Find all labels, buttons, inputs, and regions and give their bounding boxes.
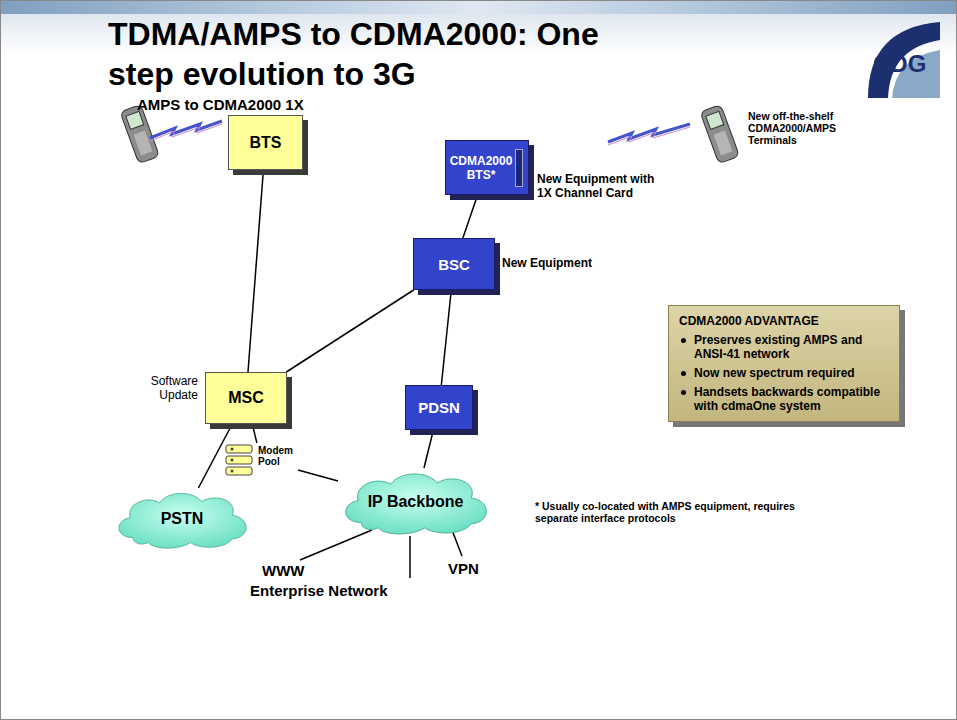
advantage-box: CDMA2000 ADVANTAGE Preserves existing AMP… xyxy=(668,305,900,422)
link-line xyxy=(441,290,451,385)
network-label: WWW xyxy=(262,562,322,579)
logo-text: CDG xyxy=(873,50,953,78)
bullet-text: Handsets backwards compatible with cdmaO… xyxy=(694,385,889,413)
bullet-row: Preserves existing AMPS and ANSI-41 netw… xyxy=(679,333,889,361)
link-line xyxy=(424,430,433,468)
bullet-text: Now new spectrum required xyxy=(694,366,855,380)
cdma-bts-box: CDMA2000 BTS* xyxy=(445,140,529,195)
node-text: BSC xyxy=(438,256,470,273)
msc-note: Software Update xyxy=(138,374,198,402)
bullet-row: Now new spectrum required xyxy=(679,366,855,380)
node-text: BTS xyxy=(250,134,282,152)
node-text: IP Backbone xyxy=(368,493,464,511)
slide-title: TDMA/AMPS to CDMA2000: One step evolutio… xyxy=(108,14,628,94)
ip-cloud: IP Backbone xyxy=(338,468,493,536)
msc-box: MSC xyxy=(205,372,287,424)
node-text: PDSN xyxy=(418,399,460,416)
node-text: MSC xyxy=(228,389,264,407)
node-text: CDMA2000 BTS* xyxy=(446,154,528,182)
equipment-note: New Equipment xyxy=(502,256,612,270)
handset-left xyxy=(120,104,159,163)
ip-leader-lines xyxy=(300,530,462,578)
terminal-note: New off-the-shelf CDMA2000/AMPS Terminal… xyxy=(748,110,873,146)
link-line xyxy=(286,290,413,372)
link-line xyxy=(252,424,257,443)
handset-right xyxy=(700,104,739,163)
node-text: PSTN xyxy=(161,510,204,528)
bullet-text: Preserves existing AMPS and ANSI-41 netw… xyxy=(694,333,889,361)
bullet-dot xyxy=(681,371,686,376)
channel-card xyxy=(515,149,523,187)
link-line xyxy=(298,470,338,481)
footnote: * Usually co-located with AMPS equipment… xyxy=(535,500,810,524)
radio-link-right xyxy=(608,124,690,142)
network-label: VPN xyxy=(448,560,498,577)
modem-pool: Modem Pool xyxy=(224,443,298,477)
link-line xyxy=(463,195,478,238)
equipment-note: New Equipment with 1X Channel Card xyxy=(537,172,672,200)
bts-box: BTS xyxy=(228,115,303,170)
pstn-cloud: PSTN xyxy=(112,488,252,550)
network-label: Enterprise Network xyxy=(250,582,410,599)
pdsn-box: PDSN xyxy=(405,385,473,430)
radio-link-right-shade xyxy=(608,127,690,145)
top-band xyxy=(0,0,957,14)
bullet-dot xyxy=(681,390,686,395)
link-line xyxy=(248,170,263,372)
radio-link-left-shade xyxy=(150,124,222,141)
node-text: Modem Pool xyxy=(258,445,298,467)
bullet-dot xyxy=(681,338,686,343)
bsc-box: BSC xyxy=(413,238,495,290)
modem-icon xyxy=(224,443,254,477)
radio-link-left xyxy=(150,121,222,138)
box-heading: CDMA2000 ADVANTAGE xyxy=(679,314,819,328)
bullet-row: Handsets backwards compatible with cdmaO… xyxy=(679,385,889,413)
section-label: AMPS to CDMA2000 1X xyxy=(137,96,337,113)
